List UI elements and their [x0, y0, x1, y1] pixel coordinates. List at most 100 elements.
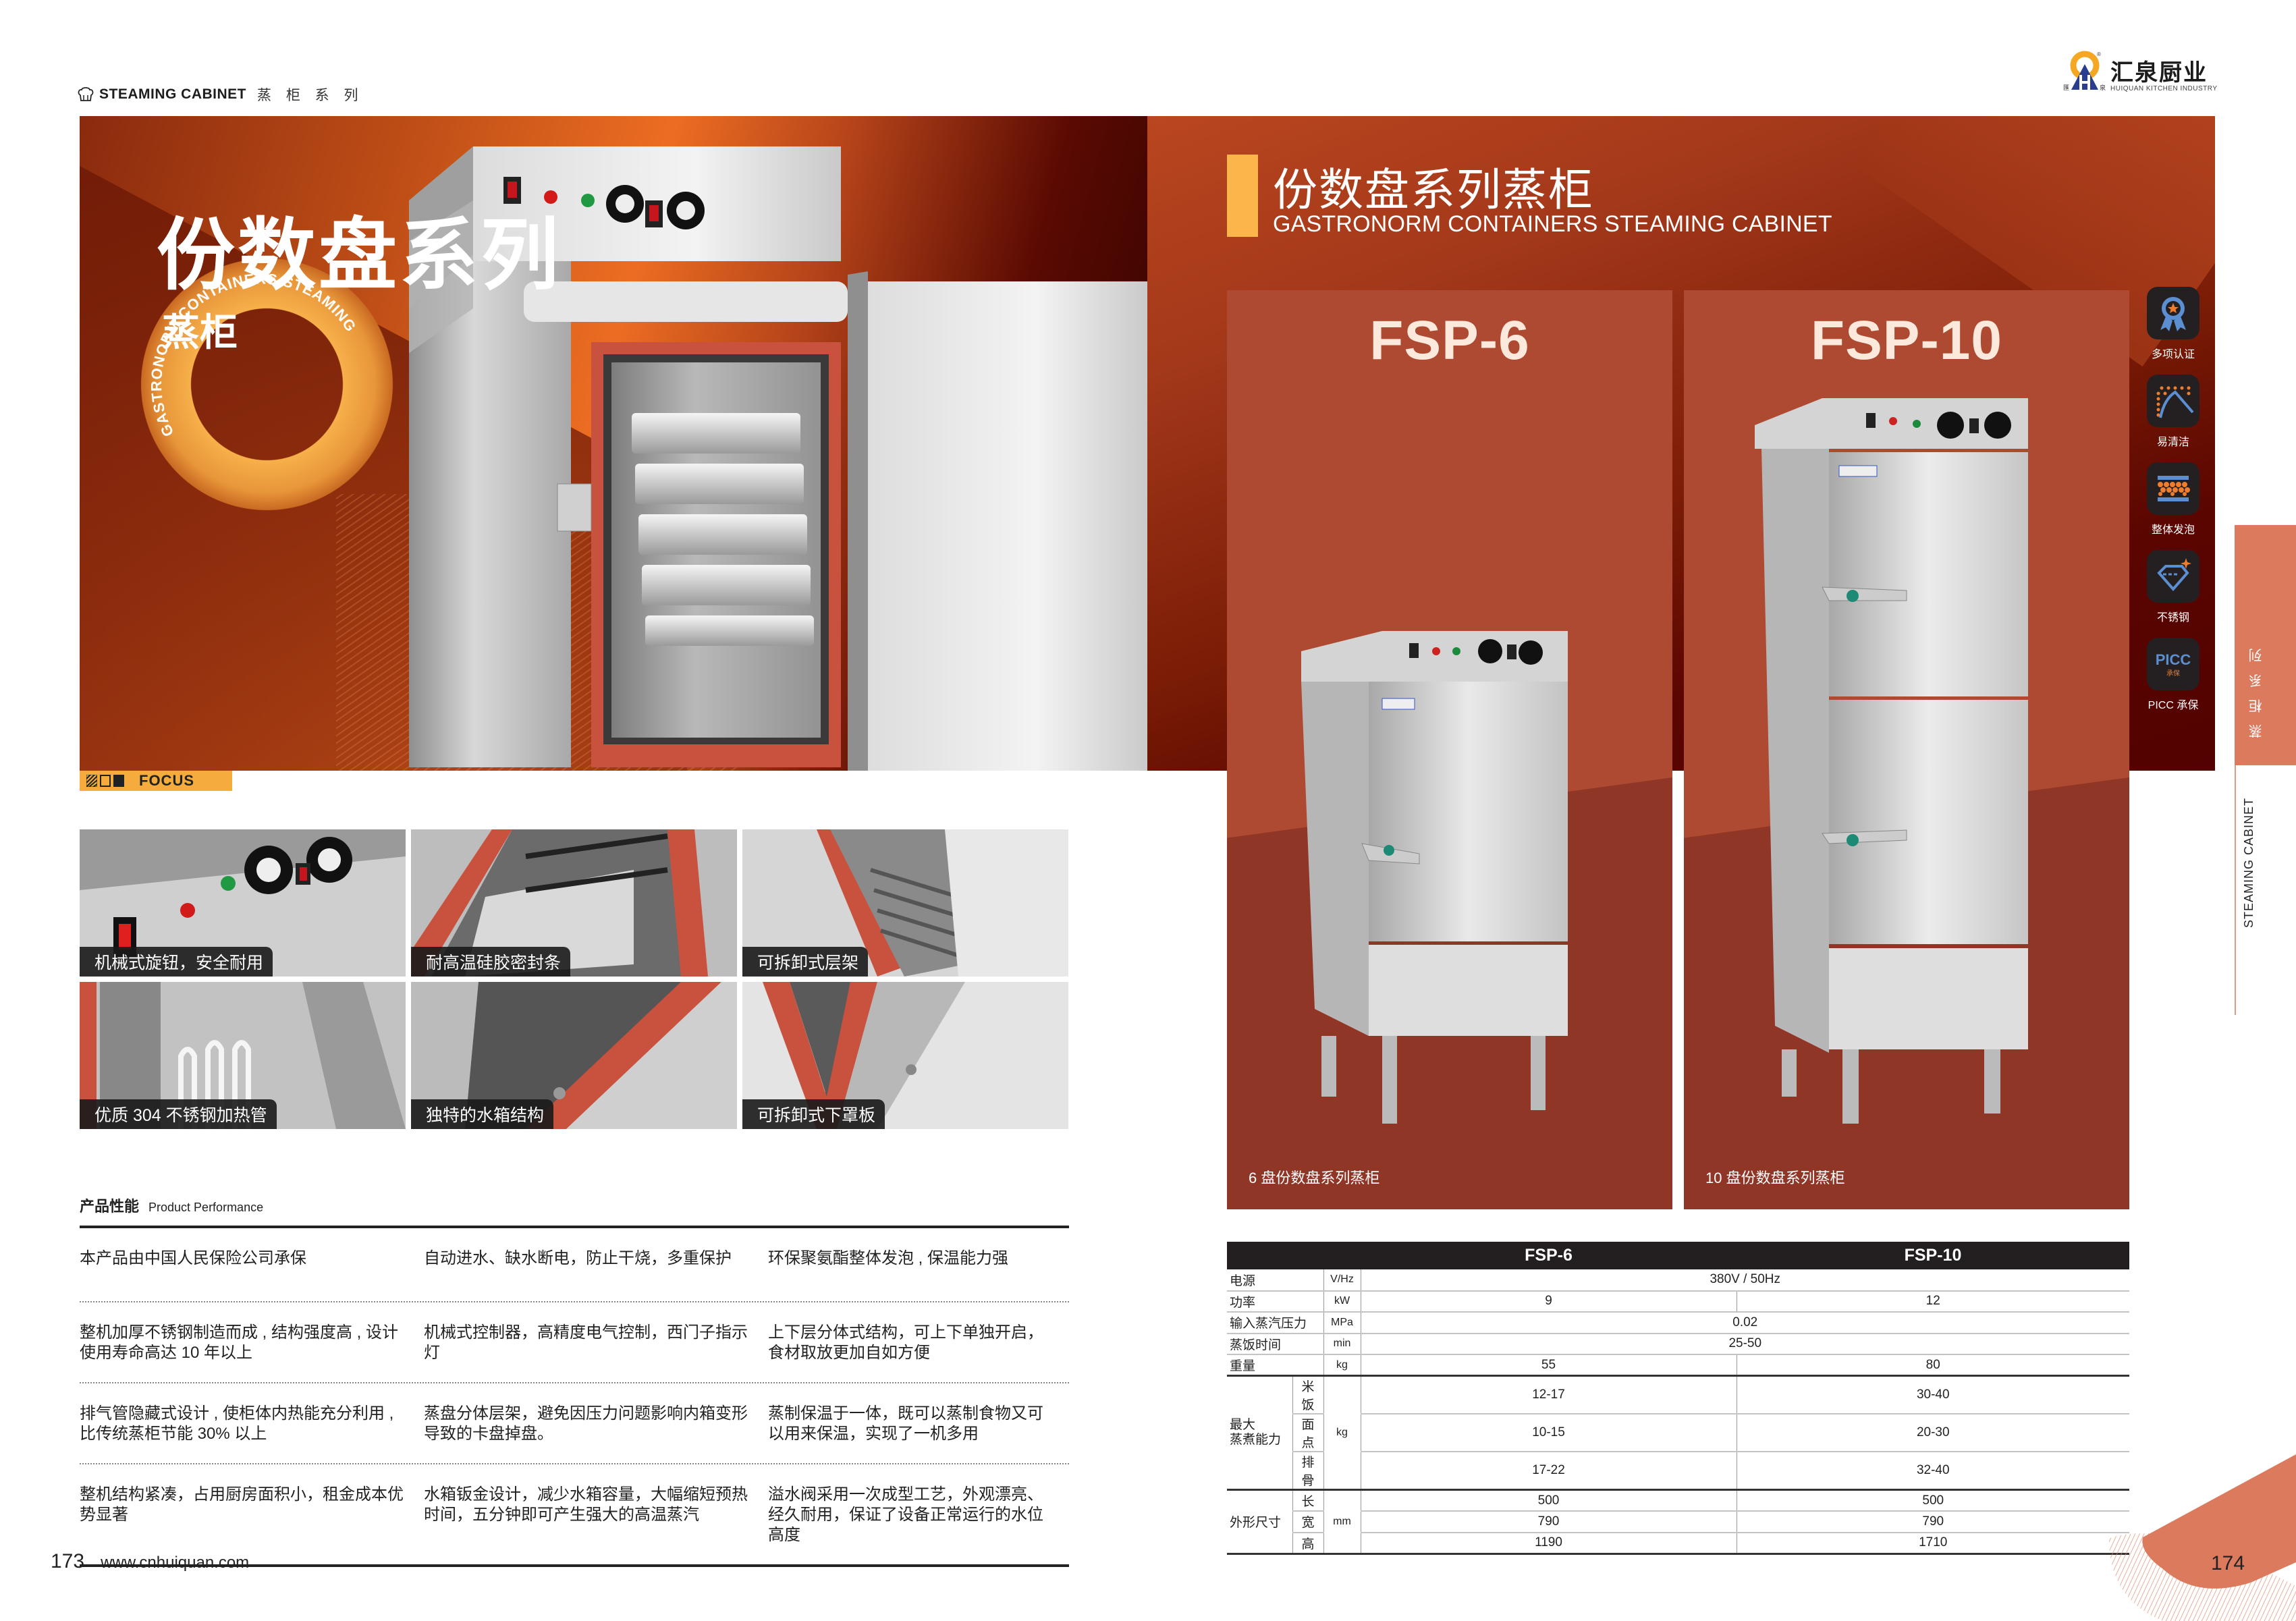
spec-unit: V/Hz — [1323, 1269, 1361, 1292]
hero-title: 份数盘系列 — [157, 211, 562, 299]
spec-unit: kg — [1323, 1375, 1361, 1491]
easy-clean-icon — [2156, 386, 2194, 418]
website-link[interactable]: www.cnhuiquan.com — [101, 1554, 250, 1572]
badge-label: 易清洁 — [2156, 437, 2189, 448]
badge-foam: 整体发泡 — [2147, 462, 2199, 537]
diamond-icon — [2157, 558, 2191, 592]
spec-value-fsp-10: 30-40 — [1736, 1375, 2129, 1414]
performance-item: 水箱钣金设计，减少水箱容量，大幅缩短预热时间，五分钟即可产生强大的高温蒸汽 — [424, 1485, 748, 1524]
spec-label: 输入蒸汽压力 — [1227, 1312, 1323, 1334]
badge-stainless: 不锈钢 — [2147, 550, 2199, 624]
spec-value-fsp-10: 32-40 — [1736, 1452, 2129, 1491]
huiquan-logo-icon: 匯 泉 ® — [2063, 51, 2106, 91]
spec-value-fsp-10: 80 — [1736, 1354, 2129, 1377]
spec-row-power-source: 电源 V/Hz 380V / 50Hz — [1227, 1269, 2129, 1292]
spec-unit: MPa — [1323, 1312, 1361, 1334]
hero-banner: GASTRONORM CONTAINERS STEAMING CABINET — [80, 116, 1147, 771]
feature-caption: 可拆卸式下罩板 — [742, 1099, 885, 1129]
spec-row-capacity-ribs: 排骨 17-22 32-40 — [1227, 1452, 2129, 1491]
spec-sublabel: 面点 — [1292, 1414, 1323, 1452]
spec-value-fsp-6: 9 — [1360, 1290, 1737, 1313]
performance-row: 本产品由中国人民保险公司承保 自动进水、缺水断电，防止干烧，多重保护 环保聚氨酯… — [80, 1228, 1069, 1302]
performance-item: 机械式控制器，高精度电气控制，西门子指示灯 — [424, 1323, 748, 1362]
spec-label: 蒸饭时间 — [1227, 1333, 1323, 1355]
logo-right-char: 泉 — [2100, 84, 2106, 91]
spec-value-fsp-10: 500 — [1736, 1489, 2129, 1512]
badge-certification: 多项认证 — [2147, 287, 2199, 361]
product-card-fsp-6: FSP-6 6 盘份数盘系列蒸柜 — [1227, 290, 1672, 1209]
spec-value-fsp-6: 790 — [1360, 1511, 1737, 1533]
spec-label: 外形尺寸 — [1227, 1489, 1292, 1555]
corner-ribbon-decoration — [2109, 1454, 2296, 1621]
spec-header-blank — [1227, 1242, 1361, 1269]
focus-tag: FOCUS — [80, 771, 232, 791]
badge-easy-clean: 易清洁 — [2147, 375, 2199, 449]
hero-ring-decoration — [140, 258, 393, 511]
performance-item: 蒸制保温于一体，既可以蒸制食物又可以用来保温，实现了一机多用 — [768, 1404, 1043, 1443]
product-caption: 6 盘份数盘系列蒸柜 — [1249, 1170, 1380, 1186]
spec-row-steam-time: 蒸饭时间 min 25-50 — [1227, 1333, 2129, 1355]
hero-subtitle: 蒸柜 — [162, 311, 238, 354]
feature-grid: 机械式旋钮，安全耐用 耐高温硅胶密封条 可拆卸式层架 优质 304 不锈钢加热管… — [80, 829, 1069, 1129]
picc-icon-sub: 承保 — [2166, 669, 2180, 678]
spec-value-fsp-10: 12 — [1736, 1290, 2129, 1313]
spec-row-dim-length: 外形尺寸 长 mm 500 500 — [1227, 1489, 2129, 1555]
side-tab-label-en: STEAMING CABINET — [2242, 797, 2256, 928]
spec-value-fsp-6: 10-15 — [1360, 1414, 1737, 1452]
hero-ring-text: GASTRONORM CONTAINERS STEAMING CABINET — [140, 258, 362, 439]
footer-left: 173 www.cnhuiquan.com — [51, 1550, 249, 1573]
spec-value-fsp-10: 790 — [1736, 1511, 2129, 1533]
feature-caption: 耐高温硅胶密封条 — [411, 947, 571, 977]
page-number-right: 174 — [2211, 1552, 2245, 1574]
spec-sublabel: 宽 — [1292, 1511, 1323, 1533]
svg-text:®: ® — [2097, 51, 2101, 57]
brand-name-cn: 汇泉厨业 — [2110, 60, 2208, 86]
capacity-label-line2: 蒸煮能力 — [1230, 1433, 1282, 1447]
feature-tile-silicone-seal: 耐高温硅胶密封条 — [411, 829, 737, 977]
performance-row: 排气管隐藏式设计 , 使柜体内热能充分利用 , 比传统蒸柜节能 30% 以上 蒸… — [80, 1383, 1069, 1464]
product-caption: 10 盘份数盘系列蒸柜 — [1705, 1170, 1845, 1186]
feature-caption: 机械式旋钮，安全耐用 — [80, 947, 273, 977]
performance-row: 整机加厚不锈钢制造而成 , 结构强度高 , 设计使用寿命高达 10 年以上 机械… — [80, 1302, 1069, 1383]
filled-square-icon — [113, 775, 124, 787]
spec-header-row: FSP-6 FSP-10 — [1227, 1242, 2129, 1269]
performance-item: 整机加厚不锈钢制造而成 , 结构强度高 , 设计使用寿命高达 10 年以上 — [80, 1323, 399, 1362]
product-performance: 产品性能 Product Performance 本产品由中国人民保险公司承保 … — [80, 1194, 1069, 1567]
performance-item: 上下层分体式结构，可上下单独开启，食材取放更加自如方便 — [768, 1323, 1043, 1362]
spec-sublabel: 高 — [1292, 1532, 1323, 1555]
spec-value: 0.02 — [1360, 1312, 2129, 1334]
performance-title-cn: 产品性能 — [80, 1198, 140, 1215]
product-series-title-cn: 份数盘系列蒸柜 — [1273, 165, 1594, 215]
spec-sublabel: 排骨 — [1292, 1452, 1323, 1491]
section-title-en: STEAMING CABINET — [99, 86, 246, 102]
side-tab[interactable]: 蒸 柜 系 列 — [2235, 525, 2296, 765]
chef-hat-icon — [78, 87, 94, 101]
spec-row-steam-pressure: 输入蒸汽压力 MPa 0.02 — [1227, 1312, 2129, 1334]
spec-header-fsp-6: FSP-6 — [1361, 1242, 1737, 1269]
product-series-title-en: GASTRONORM CONTAINERS STEAMING CABINET — [1273, 211, 1832, 237]
performance-item: 环保聚氨酯整体发泡 , 保温能力强 — [768, 1249, 1009, 1267]
feature-tile-heating-tube: 优质 304 不锈钢加热管 — [80, 982, 406, 1129]
spec-unit: mm — [1323, 1489, 1361, 1555]
spec-header-fsp-10: FSP-10 — [1737, 1242, 2129, 1269]
performance-item: 本产品由中国人民保险公司承保 — [80, 1249, 306, 1267]
spec-value-fsp-10: 20-30 — [1736, 1414, 2129, 1452]
spec-sublabel: 米饭 — [1292, 1375, 1323, 1414]
spec-value-fsp-6: 55 — [1360, 1354, 1737, 1377]
spec-label: 功率 — [1227, 1290, 1323, 1313]
focus-label: FOCUS — [139, 772, 194, 789]
product-card-fsp-10: FSP-10 10 盘份数盘系列蒸柜 — [1684, 290, 2129, 1209]
spec-row-capacity-pastry: 面点 10-15 20-30 — [1227, 1414, 2129, 1452]
spec-value-fsp-10: 1710 — [1736, 1532, 2129, 1555]
brand-name-en: HUIQUAN KITCHEN INDUSTRY — [2110, 85, 2218, 92]
feature-caption: 独特的水箱结构 — [411, 1099, 554, 1129]
spec-row-power: 功率 kW 9 12 — [1227, 1290, 2129, 1313]
product-model: FSP-6 — [1369, 310, 1530, 371]
brand-logo: 匯 泉 ® 汇泉厨业 HUIQUAN KITCHEN INDUSTRY — [2062, 51, 2218, 92]
spec-value: 25-50 — [1360, 1333, 2129, 1355]
steaming-cabinet-open-illustration — [409, 146, 1147, 771]
spec-row-dim-width: 宽 790 790 — [1227, 1511, 2129, 1533]
fsp-10-cabinet-illustration — [1755, 398, 2028, 1124]
